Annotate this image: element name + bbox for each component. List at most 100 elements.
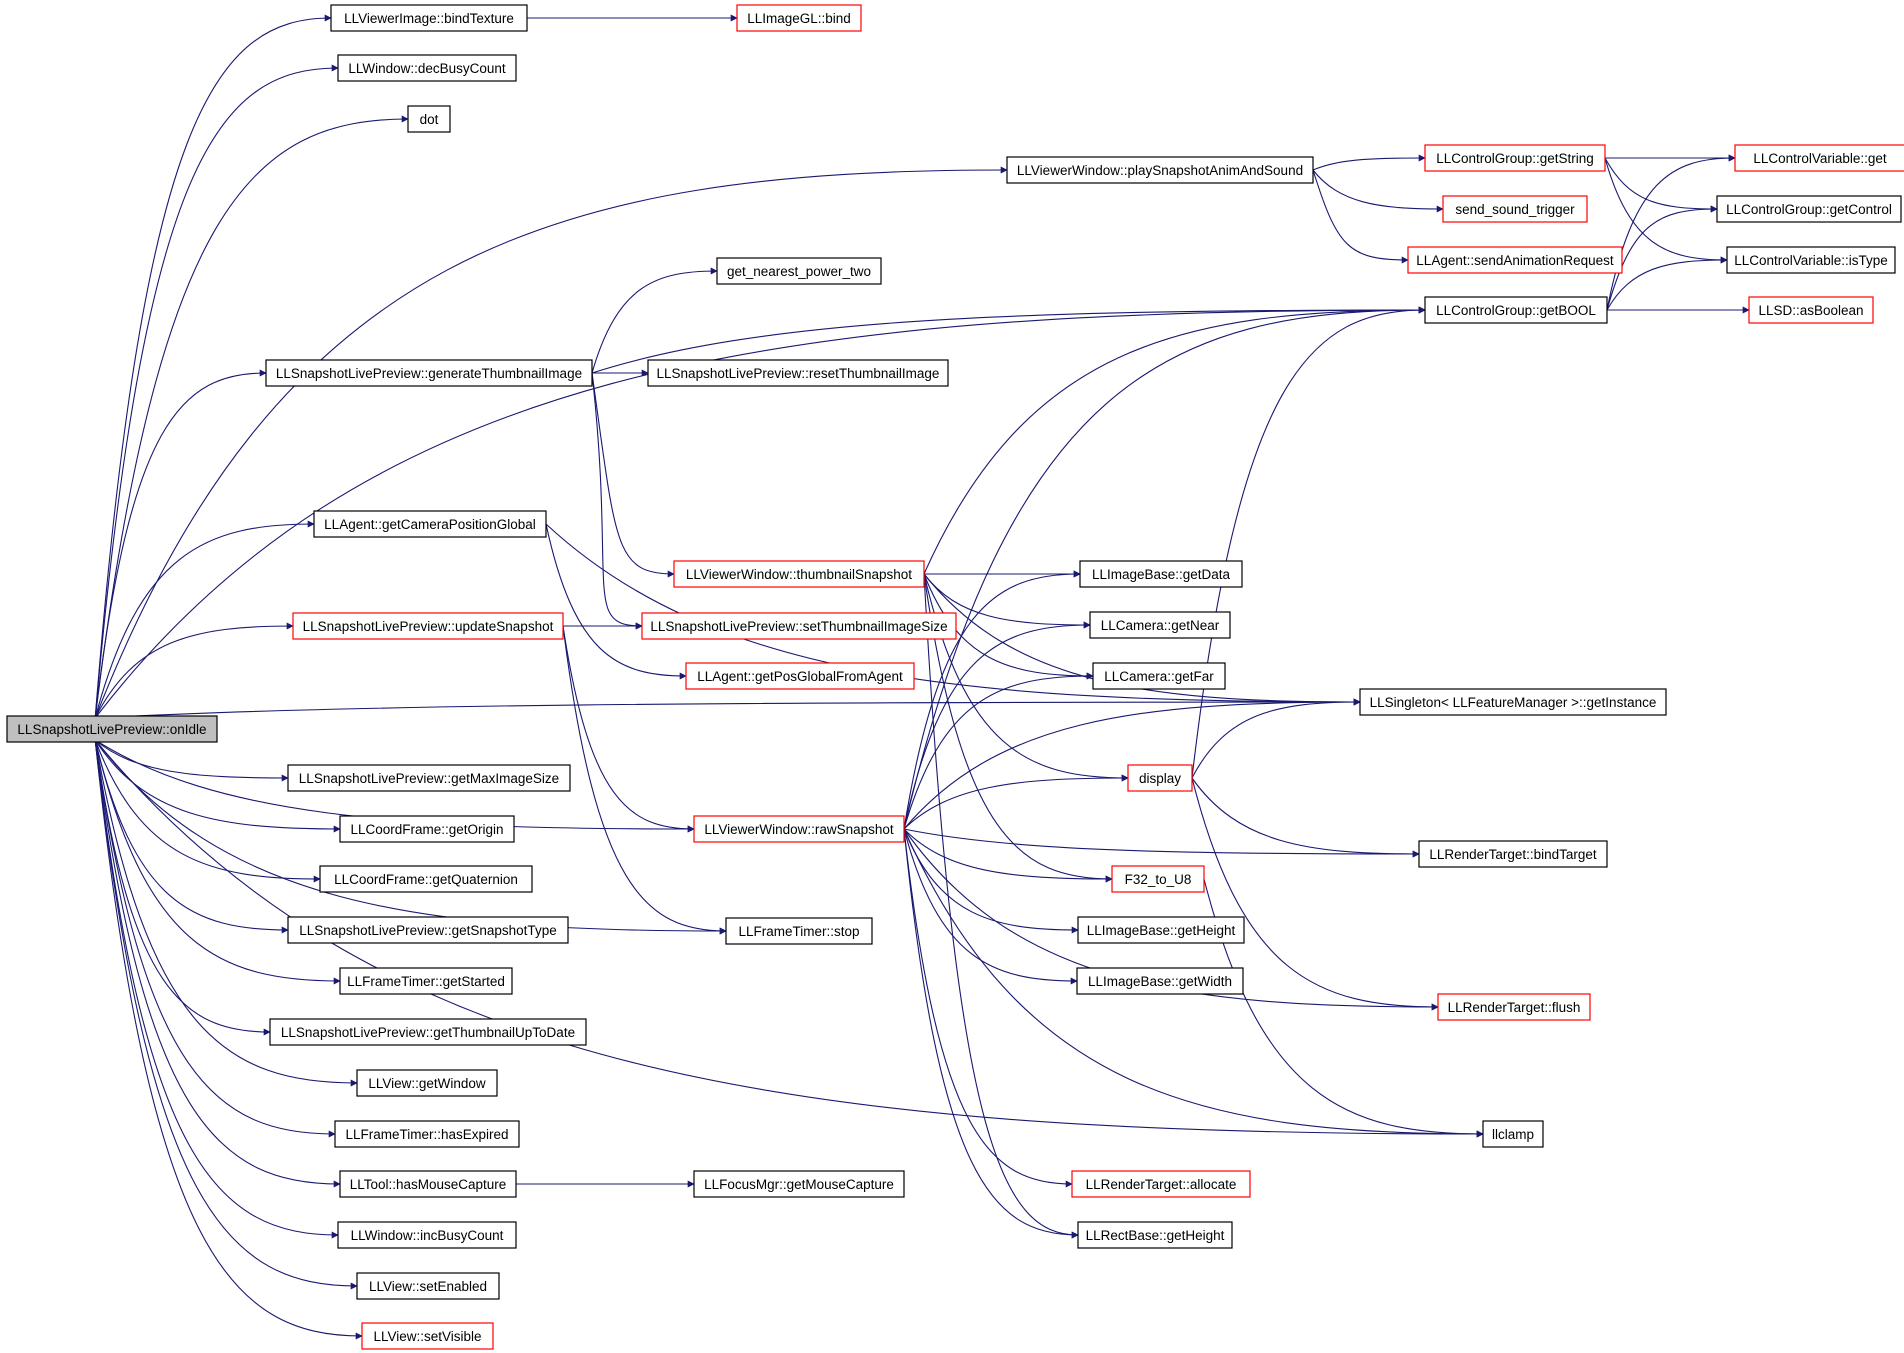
node-genThumb: LLSnapshotLivePreview::generateThumbnail… xyxy=(265,359,593,387)
node-label: LLCoordFrame::getOrigin xyxy=(350,822,503,837)
node-decBusy: LLWindow::decBusyCount xyxy=(337,54,517,82)
edge-getBOOL-to-getControl xyxy=(1606,205,1718,311)
node-box xyxy=(356,1272,500,1300)
node-bindTarget: LLRenderTarget::bindTarget xyxy=(1418,840,1608,868)
edge-onIdle-to-genThumb xyxy=(94,369,267,719)
node-getWindow: LLView::getWindow xyxy=(356,1069,498,1097)
edge-path xyxy=(94,166,1008,719)
node-label: llclamp xyxy=(1492,1127,1534,1142)
edge-path xyxy=(94,739,727,935)
node-box xyxy=(287,764,571,792)
edge-display-to-bindTarget xyxy=(1191,777,1420,858)
node-label: LLView::setEnabled xyxy=(369,1279,487,1294)
edge-rawSnap-to-f32u8 xyxy=(903,828,1113,883)
edge-path xyxy=(562,625,695,833)
edge-path xyxy=(923,573,1079,1239)
node-box xyxy=(1127,764,1193,792)
edge-path xyxy=(903,306,1426,830)
node-cvGet: LLControlVariable::get xyxy=(1734,144,1904,172)
node-box xyxy=(292,612,564,640)
node-label: LLControlVariable::isType xyxy=(1734,253,1888,268)
node-label: F32_to_U8 xyxy=(1125,872,1192,887)
edge-path xyxy=(94,739,336,1138)
node-box xyxy=(1482,1120,1544,1148)
edge-path xyxy=(903,828,1484,1138)
node-label: LLView::getWindow xyxy=(368,1076,486,1091)
node-label: LLImageBase::getData xyxy=(1092,567,1231,582)
node-box xyxy=(1424,296,1608,324)
node-incBusy: LLWindow::incBusyCount xyxy=(337,1221,517,1249)
node-getQuat: LLCoordFrame::getQuaternion xyxy=(319,865,533,893)
node-box xyxy=(1437,993,1591,1021)
node-box xyxy=(356,1069,498,1097)
edge-onIdle-to-getQuat xyxy=(94,739,321,883)
edge-path xyxy=(94,739,289,934)
node-label: get_nearest_power_two xyxy=(727,264,871,279)
node-getBOOL: LLControlGroup::getBOOL xyxy=(1424,296,1608,324)
node-imgBind: LLImageGL::bind xyxy=(736,4,862,32)
edge-path xyxy=(1604,157,1728,264)
edge-path xyxy=(1606,256,1728,311)
node-box xyxy=(716,257,882,285)
node-box xyxy=(1407,246,1623,274)
node-box xyxy=(1077,1221,1233,1249)
edge-path xyxy=(1312,169,1444,213)
node-label: LLSnapshotLivePreview::getMaxImageSize xyxy=(299,771,559,786)
edge-onIdle-to-getInstance xyxy=(95,698,1361,719)
edge-path xyxy=(94,369,267,719)
node-label: dot xyxy=(420,112,439,127)
node-box xyxy=(1442,195,1588,223)
node-bindTexture: LLViewerImage::bindTexture xyxy=(330,4,528,32)
edge-onIdle-to-getMaxImg xyxy=(94,739,289,782)
edge-rawSnap-to-imgH xyxy=(903,828,1079,934)
node-box xyxy=(287,916,569,944)
edge-thumbSnap-to-getBOOL xyxy=(923,306,1426,575)
edge-path xyxy=(94,739,695,833)
edge-rawSnap-to-getBOOL xyxy=(903,306,1426,830)
edge-path xyxy=(903,828,1420,858)
node-box xyxy=(1006,156,1314,184)
edge-path xyxy=(94,739,358,1290)
edge-path xyxy=(591,306,1426,374)
edge-path xyxy=(923,573,1094,680)
edge-genThumb-to-getBOOL xyxy=(591,306,1426,374)
node-box xyxy=(1748,296,1874,324)
edge-onIdle-to-getSnapType xyxy=(94,739,289,934)
edge-camPos-to-posFromAgent xyxy=(545,523,687,680)
node-label: LLControlGroup::getControl xyxy=(1726,202,1892,217)
edge-rawSnap-to-camNear xyxy=(903,621,1091,830)
node-label: LLRenderTarget::flush xyxy=(1448,1000,1581,1015)
edge-path xyxy=(1606,205,1718,311)
node-box xyxy=(1359,688,1667,716)
edge-path xyxy=(94,306,1426,719)
edge-onIdle-to-rawSnap xyxy=(94,739,695,833)
edge-onIdle-to-setVisible xyxy=(94,739,363,1340)
edge-path xyxy=(923,573,1113,883)
node-box xyxy=(1111,865,1205,893)
node-setVisible: LLView::setVisible xyxy=(361,1322,494,1350)
node-getStarted: LLFrameTimer::getStarted xyxy=(339,967,513,995)
node-box xyxy=(319,865,533,893)
node-box xyxy=(339,1170,517,1198)
node-box xyxy=(339,815,515,843)
edge-rawSnap-to-getInstance xyxy=(903,698,1361,830)
node-box xyxy=(1076,967,1244,995)
node-label: LLAgent::getCameraPositionGlobal xyxy=(324,517,536,532)
edge-rawSnap-to-allocate xyxy=(903,828,1073,1188)
edge-path xyxy=(591,372,675,578)
node-ftStop: LLFrameTimer::stop xyxy=(725,917,873,945)
node-label: LLWindow::decBusyCount xyxy=(348,61,506,76)
edge-genThumb-to-setThumbSize xyxy=(591,372,643,630)
node-label: LLCoordFrame::getQuaternion xyxy=(334,872,518,887)
edge-path xyxy=(94,739,289,782)
node-box xyxy=(1726,246,1896,274)
node-box xyxy=(1077,916,1245,944)
node-onIdle: LLSnapshotLivePreview::onIdle xyxy=(6,715,218,743)
edge-path xyxy=(903,828,1073,1188)
node-getInstance: LLSingleton< LLFeatureManager >::getInst… xyxy=(1359,688,1667,716)
edge-playAnim-to-getString xyxy=(1312,154,1426,171)
node-box xyxy=(673,560,925,588)
node-label: LLSnapshotLivePreview::generateThumbnail… xyxy=(276,366,582,381)
edge-rawSnap-to-imgGetData xyxy=(903,570,1081,830)
